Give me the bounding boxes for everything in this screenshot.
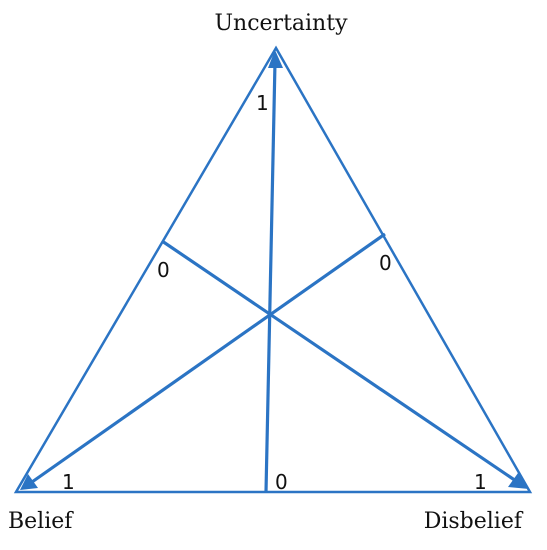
disbelief-axis (161, 239, 517, 483)
triangle-outline (13, 45, 533, 494)
tick-disbelief-zero: 0 (157, 258, 170, 282)
vertex-label-belief: Belief (8, 509, 74, 534)
tick-uncertainty-one: 1 (256, 91, 269, 115)
belief-axis (31, 232, 386, 484)
vertex-label-uncertainty: Uncertainty (215, 11, 349, 36)
tick-belief-zero: 0 (379, 251, 392, 275)
belief-arrowhead (20, 474, 38, 490)
vertex-label-disbelief: Disbelief (424, 509, 524, 534)
tick-disbelief-one: 1 (474, 470, 487, 494)
disbelief-arrowhead (508, 473, 529, 489)
tick-belief-one: 1 (62, 470, 75, 494)
uncertainty-arrowhead (268, 50, 283, 68)
uncertainty-axis (264, 61, 277, 493)
tick-uncertainty-zero: 0 (275, 470, 288, 494)
